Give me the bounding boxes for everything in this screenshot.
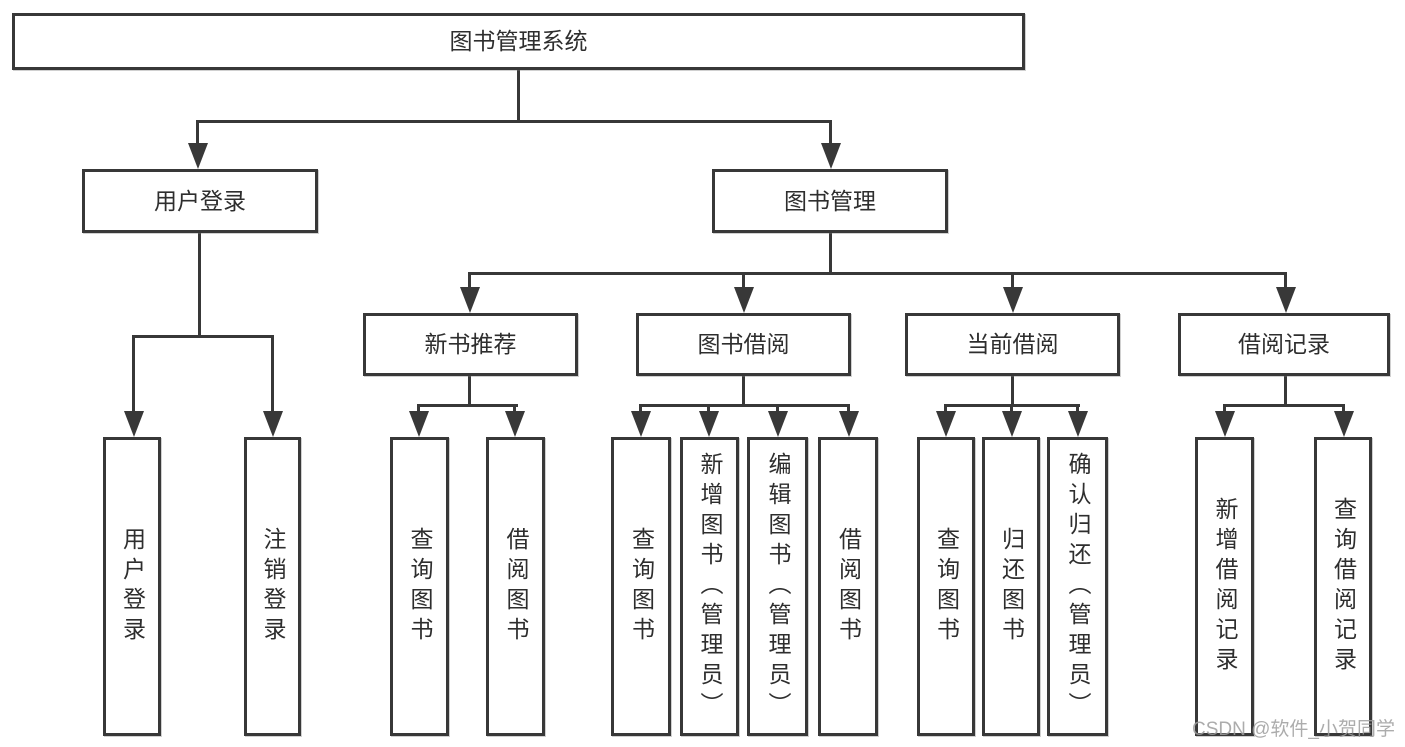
- connector-book-mgmt-trunk: [829, 233, 832, 274]
- arrowhead-user-login: [188, 143, 208, 169]
- node-new-book-recommend: 新书推荐: [363, 313, 578, 376]
- connector-book-mgmt-shaft: [829, 120, 832, 145]
- leaf-label: 编辑图书（管理员）: [765, 451, 791, 722]
- connector-groupA-trunk: [468, 376, 471, 406]
- node-label: 当前借阅: [966, 331, 1059, 357]
- connector-groupA-shaft-2: [513, 404, 516, 414]
- connector-groupD-rail: [1223, 404, 1345, 407]
- arrowhead-groupA-1: [409, 411, 429, 437]
- leaf-label: 查询借阅记录: [1330, 496, 1357, 677]
- connector-groupB-trunk: [742, 376, 745, 406]
- connector-groupA-shaft-1: [417, 404, 420, 414]
- arrowhead-groupC-3: [1068, 411, 1088, 437]
- leaf-query-book-current: 查询图书: [917, 437, 975, 736]
- connector-leaf-login-shaft: [132, 335, 135, 412]
- arrowhead-current-borrow: [1003, 287, 1023, 313]
- arrowhead-borrow-record: [1276, 287, 1296, 313]
- connector-groupD-shaft-2: [1342, 404, 1345, 414]
- leaf-label: 注销登录: [260, 526, 286, 647]
- connector-new-book-shaft: [468, 272, 471, 289]
- connector-current-borrow-shaft: [1011, 272, 1014, 289]
- arrowhead-groupB-4: [839, 411, 859, 437]
- arrowhead-new-book: [460, 287, 480, 313]
- arrowhead-leaf-login: [124, 411, 144, 437]
- connector-user-login-trunk: [198, 233, 201, 337]
- arrowhead-groupB-2: [699, 411, 719, 437]
- node-book-management: 图书管理: [712, 169, 948, 233]
- node-label: 借阅记录: [1238, 331, 1330, 357]
- node-library-management-system: 图书管理系统: [12, 13, 1025, 70]
- leaf-label: 借阅图书: [835, 526, 862, 647]
- connector-groupC-shaft-1: [944, 404, 947, 414]
- leaf-edit-book-admin: 编辑图书（管理员）: [747, 437, 808, 736]
- connector-borrow-record-shaft: [1284, 272, 1287, 289]
- leaf-query-borrow-record: 查询借阅记录: [1314, 437, 1372, 736]
- node-label: 图书管理系统: [449, 28, 588, 54]
- node-borrowing-records: 借阅记录: [1178, 313, 1390, 376]
- node-book-borrowing: 图书借阅: [636, 313, 851, 376]
- arrowhead-groupC-2: [1002, 411, 1022, 437]
- arrowhead-groupA-2: [505, 411, 525, 437]
- connector-user-login-rail: [132, 335, 274, 338]
- connector-groupC-trunk: [1011, 376, 1014, 406]
- connector-groupA-rail: [417, 404, 518, 407]
- connector-groupD-shaft-1: [1223, 404, 1226, 414]
- leaf-return-book: 归还图书: [982, 437, 1040, 736]
- connector-groupC-shaft-2: [1010, 404, 1013, 414]
- arrowhead-book-mgmt: [821, 143, 841, 169]
- connector-groupB-rail: [639, 404, 850, 407]
- node-label: 新书推荐: [424, 331, 517, 357]
- node-label: 用户登录: [154, 187, 246, 214]
- leaf-user-login: 用户登录: [103, 437, 161, 736]
- arrowhead-groupB-3: [768, 411, 788, 437]
- arrowhead-groupD-1: [1215, 411, 1235, 437]
- leaf-confirm-return-admin: 确认归还（管理员）: [1047, 437, 1108, 736]
- connector-root-trunk: [517, 70, 520, 122]
- connector-groupB-shaft-3: [776, 404, 779, 414]
- connector-level2-rail: [468, 272, 1287, 275]
- arrowhead-leaf-logout: [263, 411, 283, 437]
- leaf-add-borrow-record: 新增借阅记录: [1195, 437, 1254, 736]
- leaf-label: 用户登录: [119, 526, 146, 647]
- leaf-label: 借阅图书: [503, 526, 529, 647]
- connector-book-borrow-shaft: [742, 272, 745, 289]
- connector-groupD-trunk: [1284, 376, 1287, 406]
- leaf-label: 归还图书: [998, 526, 1025, 647]
- leaf-borrow-book-recommend: 借阅图书: [486, 437, 545, 736]
- leaf-label: 新增借阅记录: [1212, 496, 1238, 677]
- arrowhead-groupD-2: [1334, 411, 1354, 437]
- leaf-label: 查询图书: [933, 526, 960, 647]
- connector-leaf-logout-shaft: [271, 335, 274, 412]
- node-current-borrowing: 当前借阅: [905, 313, 1120, 376]
- connector-groupB-shaft-2: [707, 404, 710, 414]
- leaf-query-book-borrow: 查询图书: [611, 437, 671, 736]
- arrowhead-groupC-1: [936, 411, 956, 437]
- leaf-label: 确认归还（管理员）: [1065, 451, 1091, 722]
- csdn-watermark: CSDN @软件_小贺同学: [1192, 719, 1395, 740]
- leaf-logout-login: 注销登录: [244, 437, 301, 736]
- arrowhead-groupB-1: [631, 411, 651, 437]
- leaf-add-book-admin: 新增图书（管理员）: [680, 437, 739, 736]
- connector-groupC-shaft-3: [1076, 404, 1079, 414]
- leaf-label: 新增图书（管理员）: [697, 451, 723, 722]
- leaf-borrow-book: 借阅图书: [818, 437, 878, 736]
- node-user-login: 用户登录: [82, 169, 318, 233]
- connector-level1-rail: [196, 120, 832, 123]
- node-label: 图书借阅: [697, 331, 790, 357]
- connector-groupB-shaft-4: [847, 404, 850, 414]
- connector-groupB-shaft-1: [639, 404, 642, 414]
- leaf-query-book-recommend: 查询图书: [390, 437, 449, 736]
- connector-user-login-shaft: [196, 120, 199, 145]
- leaf-label: 查询图书: [628, 526, 655, 647]
- arrowhead-book-borrow: [734, 287, 754, 313]
- node-label: 图书管理: [784, 187, 876, 214]
- leaf-label: 查询图书: [407, 526, 433, 647]
